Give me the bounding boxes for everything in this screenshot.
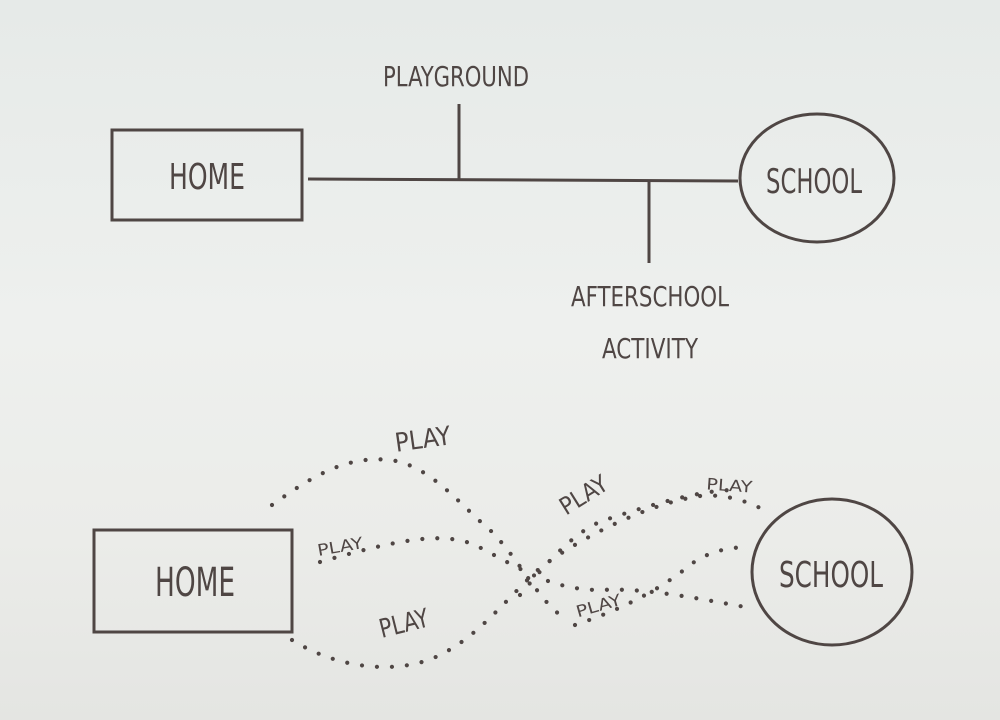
top-school-circle [738, 112, 896, 244]
top-main-path [307, 177, 739, 183]
bottom-home-label: HOME [155, 560, 235, 606]
dotted-path-crossing [517, 487, 738, 598]
top-school-label: SCHOOL [766, 162, 862, 202]
afterschool-label-line1: AFTERSCHOOL [571, 280, 729, 313]
play-label-bottom: PLAY [376, 603, 432, 644]
dotted-path-middle [317, 536, 748, 610]
play-paths [269, 457, 771, 670]
play-label-left: PLAY [316, 533, 365, 560]
play-label-near-school-bottom: PLAY [574, 590, 624, 621]
dotted-path-lower [289, 493, 771, 670]
afterschool-label-line2: ACTIVITY [602, 332, 699, 365]
bottom-diagram [92, 497, 914, 647]
bottom-school-label: SCHOOL [779, 555, 883, 596]
bottom-school-circle [750, 497, 914, 647]
top-home-label: HOME [169, 157, 245, 198]
top-home-box [110, 128, 304, 222]
bottom-home-box [92, 528, 294, 634]
playground-label: PLAYGROUND [383, 60, 529, 93]
play-label-near-school-top: PLAY [706, 474, 753, 496]
top-diagram [110, 104, 896, 263]
dotted-path-to-school [572, 544, 748, 628]
play-label-top: PLAY [393, 421, 453, 459]
play-label-center: PLAY [554, 469, 614, 521]
